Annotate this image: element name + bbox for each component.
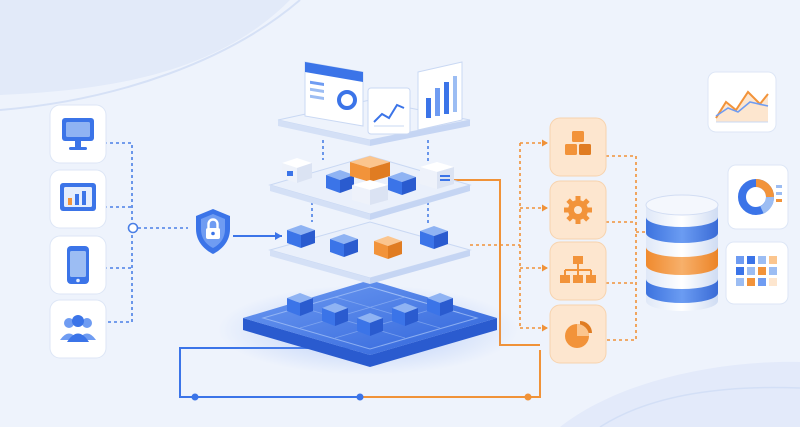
dashboard-screen-tile[interactable] [49, 169, 107, 229]
pie-chart-icon [565, 321, 592, 348]
cubes-icon [565, 131, 591, 155]
left-device-column [49, 104, 107, 359]
far-right-cards [707, 71, 789, 305]
gear-icon [564, 196, 592, 224]
database-cylinder-icon [645, 194, 719, 311]
dashboard-panel-icon [304, 61, 364, 127]
line-chart-panel-icon [367, 87, 411, 135]
central-layer-stack [218, 61, 518, 375]
user-group-icon [60, 315, 96, 342]
user-group-tile[interactable] [49, 299, 107, 359]
monitor-tile[interactable] [49, 104, 107, 164]
smartphone-icon [67, 246, 89, 284]
org-hierarchy-icon [560, 256, 596, 283]
connector-lines [104, 139, 648, 401]
dashboard-screen-icon [60, 183, 96, 211]
cubes-tile[interactable] [549, 117, 607, 177]
smartphone-tile[interactable] [49, 235, 107, 295]
right-service-column [549, 117, 607, 364]
service-layer [268, 221, 472, 284]
pie-chart-tile[interactable] [549, 304, 607, 364]
data-layer [268, 155, 472, 220]
gear-tile[interactable] [549, 180, 607, 240]
grid-blocks-card-icon[interactable] [725, 241, 789, 305]
donut-chart-card-icon[interactable] [727, 164, 789, 230]
base-cubes [287, 293, 453, 336]
monitor-icon [62, 118, 94, 150]
presentation-layer [277, 61, 471, 146]
area-chart-card-icon[interactable] [707, 71, 777, 133]
bar-chart-panel-icon [417, 61, 463, 131]
shield-lock-icon[interactable] [196, 209, 230, 254]
org-hierarchy-tile[interactable] [549, 241, 607, 301]
